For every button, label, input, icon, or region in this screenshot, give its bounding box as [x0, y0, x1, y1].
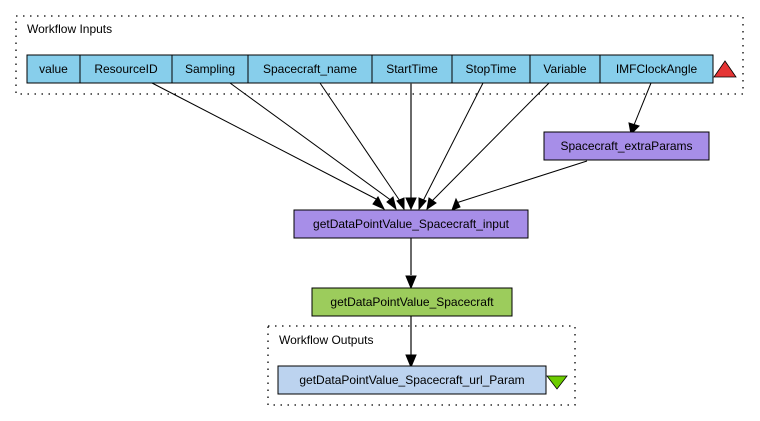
input-ports-row: value ResourceID Sampling Spacecraft_nam…: [26, 54, 714, 84]
edge-extraparams: [455, 160, 588, 204]
arrowhead: [418, 197, 427, 211]
input-port-label: Sampling: [185, 62, 235, 76]
edge-resourceid: [151, 82, 381, 202]
edge-spacecraft-name: [319, 82, 401, 202]
processor-label: getDataPointValue_Spacecraft: [330, 295, 494, 309]
edge-sampling: [229, 82, 393, 202]
processor-label: getDataPointValue_Spacecraft_input: [313, 217, 510, 231]
output-port-label: getDataPointValue_Spacecraft_url_Param: [299, 373, 524, 387]
input-port-resourceid[interactable]: ResourceID: [79, 54, 173, 84]
arrowhead: [628, 122, 640, 136]
input-port-label: IMFClockAngle: [616, 62, 698, 76]
workflow-outputs-label: Workflow Outputs: [279, 333, 373, 347]
arrowhead: [405, 197, 417, 211]
arrowhead: [405, 275, 417, 290]
input-port-label: StartTime: [386, 62, 438, 76]
processor-spacecraft-extraparams[interactable]: Spacecraft_extraParams: [543, 131, 710, 161]
input-port-label: StopTime: [466, 62, 517, 76]
arrowhead: [451, 197, 461, 211]
outputs-triangle-down-icon: [546, 375, 568, 390]
edges: [151, 82, 652, 369]
output-port-getdatapointvalue-spacecraft-url-param[interactable]: getDataPointValue_Spacecraft_url_Param: [277, 365, 547, 395]
arrowhead: [396, 197, 405, 211]
input-port-label: Spacecraft_name: [263, 62, 357, 76]
edge-stoptime: [422, 82, 484, 202]
input-port-value[interactable]: value: [26, 54, 81, 84]
input-port-sampling[interactable]: Sampling: [171, 54, 249, 84]
input-port-starttime[interactable]: StartTime: [371, 54, 453, 84]
processor-getdatapointvalue-spacecraft-input[interactable]: getDataPointValue_Spacecraft_input: [293, 209, 529, 239]
input-port-label: value: [39, 62, 68, 76]
inputs-triangle-up-icon: [713, 60, 737, 78]
arrowhead: [372, 196, 386, 211]
edge-variable: [431, 82, 550, 202]
processor-label: Spacecraft_extraParams: [560, 139, 692, 153]
arrowhead: [426, 197, 437, 211]
edge-imfclockangle: [633, 82, 652, 126]
workflow-inputs-label: Workflow Inputs: [27, 22, 112, 36]
input-port-label: Variable: [543, 62, 586, 76]
input-port-spacecraft-name[interactable]: Spacecraft_name: [247, 54, 373, 84]
arrowhead: [386, 196, 397, 211]
workflow-outputs-cluster: [267, 325, 576, 406]
input-port-imfclockangle[interactable]: IMFClockAngle: [599, 54, 714, 84]
input-port-stoptime[interactable]: StopTime: [451, 54, 531, 84]
arrowhead: [405, 354, 417, 369]
processor-getdatapointvalue-spacecraft[interactable]: getDataPointValue_Spacecraft: [311, 287, 513, 317]
input-port-variable[interactable]: Variable: [529, 54, 601, 84]
input-port-label: ResourceID: [94, 62, 158, 76]
